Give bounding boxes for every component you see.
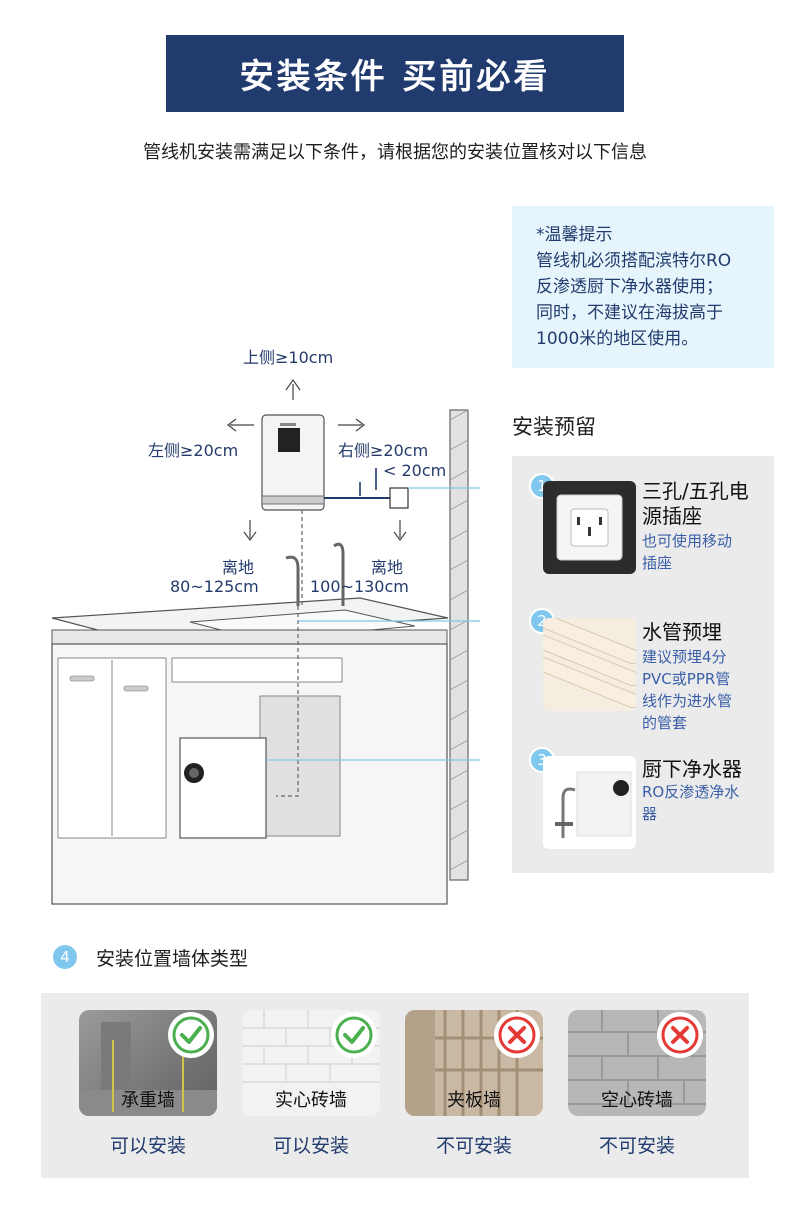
page-title: 安装条件 买前必看 — [166, 35, 624, 112]
item-title: 三孔/五孔电 — [642, 479, 749, 503]
item-desc: 建议预埋4分 — [642, 648, 727, 666]
wall-name: 实心砖墙 — [275, 1090, 347, 1111]
pipeline-dispenser-icon — [261, 414, 325, 511]
wall-name: 承重墙 — [121, 1090, 175, 1111]
item-desc: 插座 — [642, 554, 673, 572]
item-title: 源插座 — [642, 504, 702, 528]
section-number-badge: 4 — [51, 943, 79, 971]
under-sink-purifier-icon — [179, 737, 267, 839]
item-desc: 的管套 — [642, 714, 688, 732]
check-icon — [331, 1012, 377, 1058]
socket-distance-label: < 20cm — [383, 461, 447, 480]
tip-line: 1000米的地区使用。 — [536, 329, 699, 349]
right-floor-label: 离地 — [371, 558, 404, 577]
left-floor-value: 80~125cm — [170, 577, 259, 596]
tip-line: 反渗透厨下净水器使用； — [536, 277, 723, 297]
water-purifier-icon — [543, 756, 636, 849]
right-clearance-label: 右侧≥20cm — [338, 441, 429, 460]
tip-box: *温馨提示 管线机必须搭配滨特尔RO 反渗透厨下净水器使用； 同时，不建议在海拔… — [512, 206, 774, 368]
wall-status: 可以安装 — [109, 1135, 186, 1157]
item-desc: PVC或PPR管 — [642, 670, 731, 688]
check-icon — [168, 1012, 214, 1058]
wall-status: 不可安装 — [435, 1135, 512, 1157]
power-socket-icon — [543, 481, 636, 574]
item-desc: 器 — [642, 805, 658, 823]
wall-name: 夹板墙 — [447, 1090, 501, 1111]
wall-types-heading: 安装位置墙体类型 — [96, 948, 249, 970]
item-title: 厨下净水器 — [642, 757, 742, 781]
item-desc: RO反渗透净水 — [642, 783, 740, 801]
left-floor-label: 离地 — [222, 558, 255, 577]
wall-name: 空心砖墙 — [601, 1090, 673, 1111]
water-pipe-icon — [543, 618, 636, 711]
tip-line: 管线机必须搭配滨特尔RO — [536, 251, 732, 271]
tip-line: 同时，不建议在海拔高于 — [536, 303, 723, 323]
page-subtitle: 管线机安装需满足以下条件，请根据您的安装位置核对以下信息 — [143, 142, 647, 163]
cross-icon — [494, 1012, 540, 1058]
installation-diagram — [51, 378, 480, 905]
cross-icon — [657, 1012, 703, 1058]
item-desc: 线作为进水管 — [642, 692, 733, 710]
right-floor-value: 100~130cm — [310, 577, 409, 596]
item-title: 水管预埋 — [642, 620, 722, 644]
top-clearance-label: 上侧≥10cm — [243, 348, 334, 367]
tip-heading: *温馨提示 — [536, 225, 613, 245]
wall-status: 可以安装 — [272, 1135, 349, 1157]
wall-status: 不可安装 — [598, 1135, 675, 1157]
left-clearance-label: 左侧≥20cm — [148, 441, 239, 460]
reserve-heading: 安装预留 — [512, 415, 596, 439]
item-desc: 也可使用移动 — [642, 532, 733, 550]
